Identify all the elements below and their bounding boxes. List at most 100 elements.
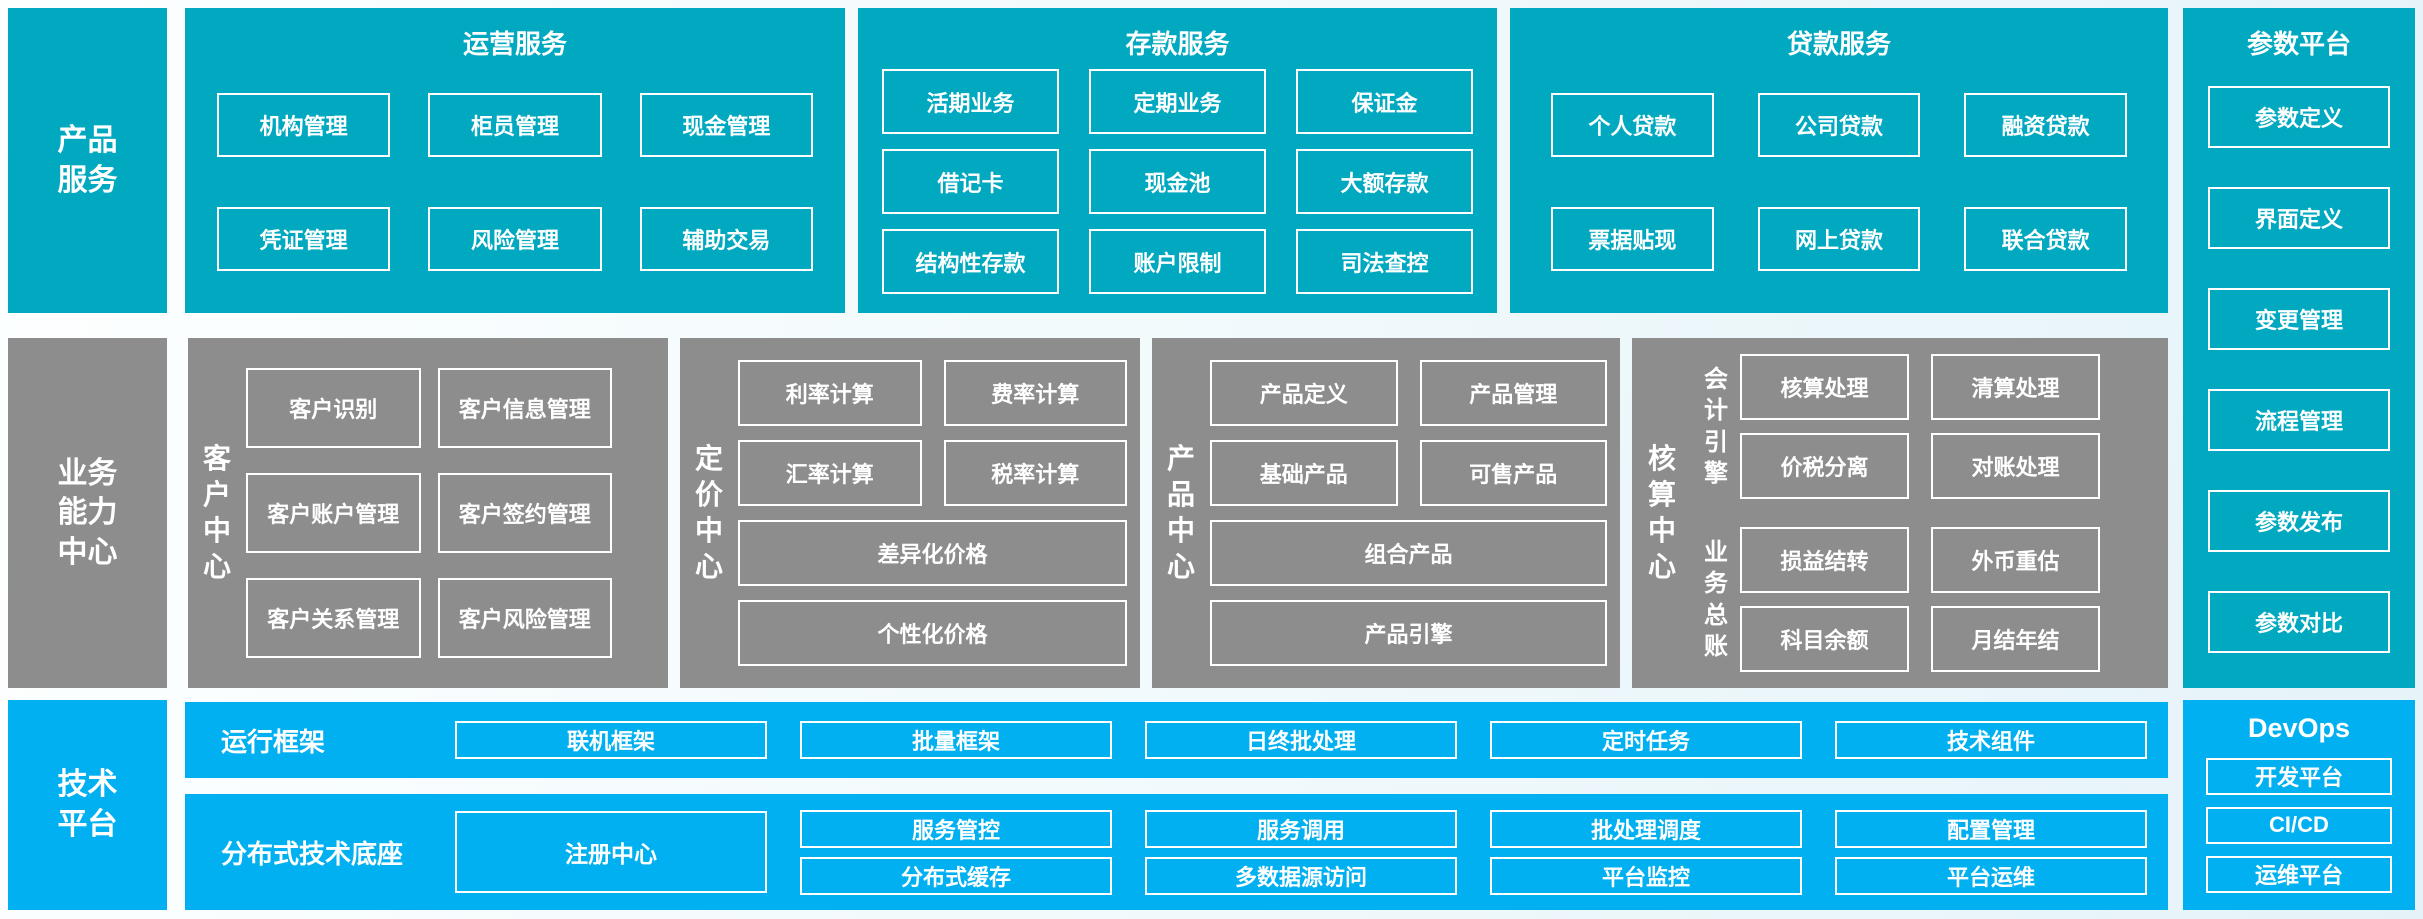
box-label: 变更管理 — [2254, 307, 2343, 333]
box-grid: 个人贷款 公司贷款 融资贷款 票据贴现 网上贷款 联合贷款 — [1551, 50, 2127, 313]
box-label: 外币重估 — [1971, 549, 2060, 574]
diagram-box: 服务管控 — [800, 809, 1112, 848]
box-grid: 损益结转 外币重估 科目余额 月结年结 — [1740, 527, 2100, 672]
center-label: 定价中心 — [694, 443, 723, 582]
diagram-box: 批处理调度 — [1490, 809, 1802, 848]
diagram-box: 客户账户管理 — [246, 473, 421, 553]
box-label: 现金管理 — [682, 113, 771, 139]
diagram-box: 借记卡 — [882, 149, 1059, 214]
diagram-box: 客户签约管理 — [437, 473, 612, 553]
box-grid: 利率计算 费率计算 汇率计算 税率计算 差异化价格 个性化价格 — [738, 338, 1127, 688]
diagram-box: 服务调用 — [1145, 809, 1457, 848]
section-loan-services: 贷款服务 个人贷款 公司贷款 融资贷款 票据贴现 网上贷款 联合贷款 — [1510, 8, 2168, 313]
section-runtime-framework: 运行框架 联机框架 批量框架 日终批处理 定时任务 技术组件 — [185, 702, 2168, 778]
diagram-box: 客户关系管理 — [246, 578, 421, 658]
center-label-column: 产品中心 — [1152, 338, 1210, 688]
box-label: 个人贷款 — [1588, 113, 1677, 139]
box-label: 个性化价格 — [877, 622, 988, 647]
box-stack: 参数定义 界面定义 变更管理 流程管理 参数发布 参数对比 — [2183, 50, 2415, 688]
section-parameter-platform: 参数平台 参数定义 界面定义 变更管理 流程管理 参数发布 参数对比 — [2183, 8, 2415, 688]
box-label: 风险管理 — [470, 227, 559, 253]
box-label: 基础产品 — [1259, 462, 1348, 487]
center-label: 客户中心 — [202, 443, 231, 582]
box-row: 联机框架 批量框架 日终批处理 定时任务 技术组件 — [455, 721, 2147, 759]
diagram-box: 个人贷款 — [1551, 92, 1714, 157]
diagram-box: 现金池 — [1089, 149, 1266, 214]
box-label: 批处理调度 — [1590, 817, 1701, 843]
box-label: 利率计算 — [785, 382, 874, 407]
diagram-box: 客户信息管理 — [437, 368, 612, 448]
diagram-box: 外币重估 — [1931, 527, 2100, 593]
section-operations-services: 运营服务 机构管理 柜员管理 现金管理 凭证管理 风险管理 辅助交易 — [185, 8, 845, 313]
box-label: 账户限制 — [1133, 250, 1222, 276]
diagram-box: 网上贷款 — [1757, 206, 1921, 271]
box-label: 参数对比 — [2254, 610, 2343, 636]
diagram-box: 个性化价格 — [738, 600, 1127, 666]
box-label: 借记卡 — [937, 170, 1004, 196]
box-label: 界面定义 — [2254, 206, 2343, 232]
section-distributed-tech-base: 分布式技术底座 注册中心 服务管控 服务调用 批处理调度 配置管理 分布式缓存 … — [185, 794, 2168, 910]
diagram-box: 平台运维 — [1835, 856, 2147, 895]
box-label: 产品定义 — [1259, 382, 1348, 407]
diagram-box: 司法查控 — [1296, 229, 1473, 294]
accounting-groups: 会计引擎 核算处理 清算处理 价税分离 对账处理 业务总账 损益结转 外币重估 … — [1692, 338, 2100, 688]
diagram-box: 流程管理 — [2208, 388, 2390, 451]
diagram-box: 差异化价格 — [738, 520, 1127, 586]
box-label: 流程管理 — [2254, 408, 2343, 434]
diagram-box: 组合产品 — [1210, 520, 1607, 586]
diagram-box: 平台监控 — [1490, 856, 1802, 895]
diagram-box: 对账处理 — [1931, 433, 2100, 499]
box-grid: 客户识别 客户信息管理 客户账户管理 客户签约管理 客户关系管理 客户风险管理 — [246, 338, 612, 688]
section-title: 运营服务 — [462, 29, 567, 59]
box-label: 批量框架 — [911, 729, 1000, 754]
diagram-box: 分布式缓存 — [800, 856, 1112, 895]
box-label: 科目余额 — [1780, 628, 1869, 653]
diagram-box: 产品引擎 — [1210, 600, 1607, 666]
box-label: 柜员管理 — [470, 113, 559, 139]
box-label: 日终批处理 — [1245, 729, 1356, 754]
section-pricing-center: 定价中心 利率计算 费率计算 汇率计算 税率计算 差异化价格 个性化价格 — [680, 338, 1140, 688]
box-label: 客户签约管理 — [458, 502, 591, 527]
box-label: 联机框架 — [566, 729, 655, 754]
group-label-column: 会计引擎 — [1692, 364, 1740, 489]
diagram-box: 日终批处理 — [1145, 721, 1457, 759]
diagram-box: 保证金 — [1296, 69, 1473, 134]
diagram-box: 柜员管理 — [428, 92, 602, 157]
diagram-box: 核算处理 — [1740, 354, 1909, 420]
box-label: 月结年结 — [1971, 628, 2060, 653]
band-label-text: 产品服务 — [57, 123, 118, 197]
diagram-box: 参数对比 — [2208, 590, 2390, 653]
diagram-box: 科目余额 — [1740, 606, 1909, 672]
diagram-box: 多数据源访问 — [1145, 856, 1457, 895]
diagram-box: 价税分离 — [1740, 433, 1909, 499]
box-label: 融资贷款 — [2001, 113, 2090, 139]
box-grid: 核算处理 清算处理 价税分离 对账处理 — [1740, 354, 2100, 499]
band-label-text: 技术平台 — [57, 768, 118, 841]
box-stack: 开发平台 CI/CD 运维平台 — [2183, 744, 2415, 906]
diagram-box: 风险管理 — [428, 206, 602, 271]
diagram-box: 活期业务 — [882, 69, 1059, 134]
group-label-column: 业务总账 — [1692, 537, 1740, 662]
box-label: 机构管理 — [259, 113, 348, 139]
diagram-box: 清算处理 — [1931, 354, 2100, 420]
box-label: 组合产品 — [1364, 542, 1453, 567]
box-label: 凭证管理 — [259, 227, 348, 253]
box-label: 损益结转 — [1780, 549, 1869, 574]
section-deposit-services: 存款服务 活期业务 定期业务 保证金 借记卡 现金池 大额存款 结构性存款 账户… — [858, 8, 1497, 313]
box-label: 费率计算 — [991, 382, 1080, 407]
diagram-box: 票据贴现 — [1551, 206, 1714, 271]
box-label: 网上贷款 — [1794, 227, 1883, 253]
diagram-box: 大额存款 — [1296, 149, 1473, 214]
diagram-box: 参数定义 — [2208, 85, 2390, 148]
section-accounting-center: 核算中心 会计引擎 核算处理 清算处理 价税分离 对账处理 业务总账 损 — [1632, 338, 2168, 688]
diagram-box: CI/CD — [2206, 806, 2392, 844]
diagram-box: 客户风险管理 — [437, 578, 612, 658]
box-label: 价税分离 — [1780, 455, 1869, 480]
box-label: 多数据源访问 — [1234, 864, 1367, 890]
diagram-box: 客户识别 — [246, 368, 421, 448]
center-label-column: 定价中心 — [680, 338, 738, 688]
box-label: 核算处理 — [1780, 376, 1869, 401]
section-title: 贷款服务 — [1786, 29, 1891, 59]
box-label: 定时任务 — [1601, 729, 1690, 754]
group-business-ledger: 业务总账 损益结转 外币重估 科目余额 月结年结 — [1692, 527, 2100, 672]
